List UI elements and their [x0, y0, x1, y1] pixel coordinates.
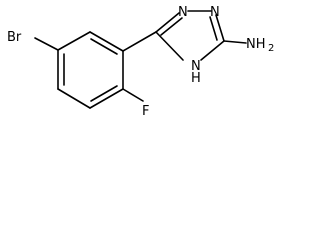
label-nh2: NH [246, 37, 266, 52]
structure-canvas: Br F N N N H NH 2 [7, 5, 274, 119]
double-bond-c5-n1 [160, 17, 183, 36]
bond-c4-f [122, 88, 144, 102]
bond-c1-br [34, 37, 59, 51]
label-nh2-subscript: 2 [268, 43, 274, 54]
double-bond-c4-c5 [90, 85, 118, 102]
bond-c1-c2 [57, 31, 91, 51]
label-nh-n: N [191, 59, 201, 74]
label-f: F [142, 104, 149, 119]
bond-c3-triazole [122, 31, 157, 52]
bond-c5-c6 [57, 88, 91, 109]
label-br: Br [7, 30, 22, 45]
label-n1: N [178, 5, 188, 20]
double-bond-n2-c3 [209, 16, 218, 41]
bond-c4-c5 [89, 88, 124, 109]
bond-n2-c3 [215, 14, 225, 42]
label-nh-h: H [191, 71, 201, 86]
bond-n4-c5 [155, 31, 184, 61]
label-n2: N [210, 5, 220, 20]
molecule-drawing: Br F N N N H NH 2 [7, 5, 274, 119]
bond-c3-nh2 [223, 40, 247, 44]
triazole-ring [155, 10, 225, 61]
bond-c3-n4 [200, 40, 225, 61]
bond-c5-n1 [155, 12, 180, 33]
bond-c2-c3 [89, 31, 124, 52]
double-bond-c2-c3 [90, 38, 118, 55]
benzene-ring [57, 31, 124, 109]
